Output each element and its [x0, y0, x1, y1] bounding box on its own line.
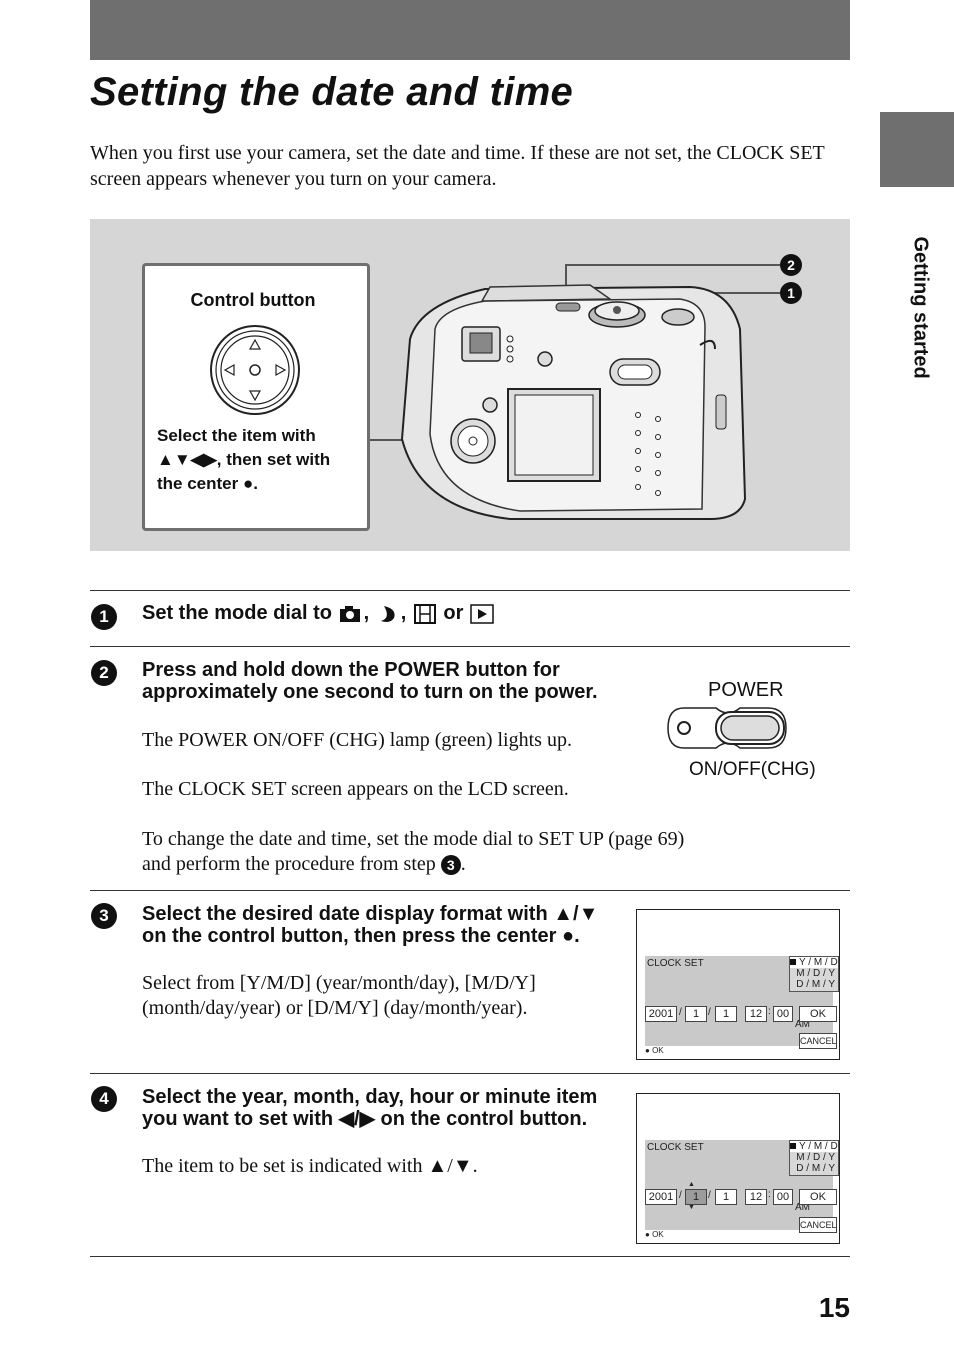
callout-2: 2 — [787, 257, 795, 273]
cancel-button[interactable]: CANCEL — [799, 1033, 837, 1049]
center-button-icon: ● — [645, 1230, 650, 1239]
step-2-body-2: The CLOCK SET screen appears on the LCD … — [142, 778, 569, 800]
step-2-body-3: To change the date and time, set the mod… — [142, 828, 685, 876]
selection-marker-icon — [790, 1143, 796, 1149]
lcd-footer: ● OK — [645, 1230, 664, 1239]
page-title: Setting the date and time — [90, 70, 574, 114]
ok-button[interactable]: OK — [799, 1006, 837, 1022]
format-option[interactable]: D / M / Y — [796, 979, 835, 990]
month-field[interactable]: 1 — [685, 1006, 707, 1022]
down-arrow-icon: ▼ — [688, 1204, 695, 1211]
step-1-heading: Set the mode dial to , , or — [142, 602, 495, 625]
step-4-number: 4 — [91, 1086, 117, 1112]
step-3-number: 3 — [91, 903, 117, 929]
power-lamp-label: ON/OFF(CHG) — [689, 759, 816, 780]
cancel-button[interactable]: CANCEL — [799, 1217, 837, 1233]
twilight-mode-icon — [380, 605, 395, 622]
lcd-clock-set-screen: CLOCK SET Y / M / D M / D / Y D / M / Y … — [636, 909, 840, 1060]
playback-mode-icon — [470, 603, 494, 624]
step-2-heading: Press and hold down the POWER button for… — [142, 659, 598, 703]
divider — [90, 1073, 850, 1074]
hour-field[interactable]: 12 — [745, 1006, 767, 1022]
header-band — [90, 0, 850, 60]
lcd-footer: ● OK — [645, 1046, 664, 1055]
ampm-label: AM — [795, 1202, 810, 1213]
step-2-number: 2 — [91, 660, 117, 686]
lcd-title: CLOCK SET — [647, 958, 704, 969]
day-field[interactable]: 1 — [715, 1006, 737, 1022]
callout-1: 1 — [787, 285, 795, 301]
control-button-callout: Control button Select the item with ▲▼◀▶… — [142, 263, 370, 531]
movie-mode-icon — [413, 603, 436, 624]
divider — [90, 1256, 850, 1257]
page-number: 15 — [818, 1292, 850, 1323]
power-button-icon — [667, 707, 787, 749]
month-field-selected[interactable]: 1 — [685, 1189, 707, 1205]
step-4-heading: Select the year, month, day, hour or min… — [142, 1086, 598, 1130]
camera-illustration: 2 1 — [368, 254, 802, 520]
format-option[interactable]: Y / M / D — [790, 957, 838, 968]
control-button-title: Control button — [190, 290, 316, 310]
divider — [90, 646, 850, 647]
side-tab — [880, 112, 954, 187]
divider — [90, 890, 850, 891]
intro-paragraph: When you first use your camera, set the … — [90, 142, 825, 190]
ampm-label: AM — [795, 1019, 810, 1030]
lcd-title: CLOCK SET — [647, 1142, 704, 1153]
format-option[interactable]: Y / M / D — [790, 1141, 838, 1152]
format-option[interactable]: M / D / Y — [796, 1152, 835, 1163]
step-3-body: Select from [Y/M/D] (year/month/day), [M… — [142, 972, 536, 1019]
step-2-body-1: The POWER ON/OFF (CHG) lamp (green) ligh… — [142, 729, 572, 751]
minute-field[interactable]: 00 — [773, 1189, 793, 1205]
selection-marker-icon — [790, 959, 796, 965]
control-button-instructions: Select the item with ▲▼◀▶, then set with… — [157, 426, 331, 493]
ok-button[interactable]: OK — [799, 1189, 837, 1205]
date-format-options: Y / M / D M / D / Y D / M / Y — [789, 1140, 839, 1176]
day-field[interactable]: 1 — [715, 1189, 737, 1205]
step-1-number: 1 — [91, 604, 117, 630]
power-label: POWER — [708, 679, 784, 701]
divider — [90, 590, 850, 591]
format-option[interactable]: D / M / Y — [796, 1163, 835, 1174]
year-field[interactable]: 2001 — [645, 1189, 677, 1205]
side-label: Getting started — [909, 236, 932, 379]
date-format-options: Y / M / D M / D / Y D / M / Y — [789, 956, 839, 992]
control-button-icon — [210, 325, 300, 415]
step-3-heading: Select the desired date display format w… — [142, 903, 599, 947]
format-option[interactable]: M / D / Y — [796, 968, 835, 979]
step-4-body: The item to be set is indicated with ▲/▼… — [142, 1155, 478, 1177]
up-arrow-icon: ▲ — [688, 1181, 695, 1188]
step-ref-3: 3 — [440, 855, 461, 876]
camera-mode-icon — [339, 605, 360, 622]
minute-field[interactable]: 00 — [773, 1006, 793, 1022]
lcd-screen: CLOCK SET Y / M / D M / D / Y D / M / Y … — [645, 956, 839, 1049]
hour-field[interactable]: 12 — [745, 1189, 767, 1205]
lcd-screen: CLOCK SET Y / M / D M / D / Y D / M / Y … — [645, 1140, 839, 1233]
year-field[interactable]: 2001 — [645, 1006, 677, 1022]
center-button-icon: ● — [645, 1046, 650, 1055]
lcd-clock-set-screen-2: CLOCK SET Y / M / D M / D / Y D / M / Y … — [636, 1093, 840, 1244]
